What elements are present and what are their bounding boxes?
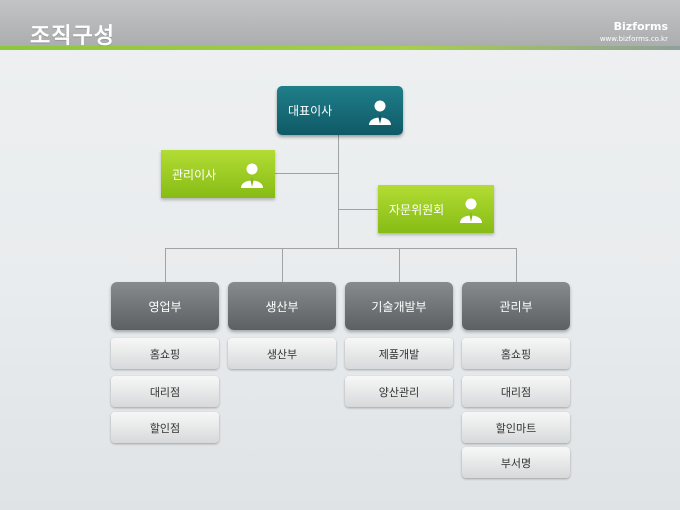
unit-rnd-1: 제품개발 (345, 338, 453, 369)
connector-dept-4 (516, 248, 517, 282)
brand-name: Bizforms (613, 20, 668, 33)
unit-admin-3: 할인마트 (462, 412, 570, 443)
dept-sales: 영업부 (111, 282, 219, 330)
person-icon (241, 163, 263, 188)
unit-admin-2: 대리점 (462, 376, 570, 407)
connector-adv (338, 209, 378, 210)
org-node-managing-director-label: 관리이사 (172, 167, 217, 182)
org-node-ceo: 대표이사 (277, 86, 403, 135)
brand-url: www.bizforms.co.kr (599, 35, 668, 43)
org-node-advisory-committee: 자문위원회 (378, 185, 494, 233)
person-icon (460, 198, 482, 223)
org-node-ceo-label: 대표이사 (288, 104, 333, 118)
unit-rnd-2: 양산관리 (345, 376, 453, 407)
dept-admin: 관리부 (462, 282, 570, 330)
header-bar: 조직구성 Bizforms www.bizforms.co.kr (0, 0, 680, 50)
org-node-advisory-committee-label: 자문위원회 (389, 202, 445, 217)
connector-mgr (275, 173, 338, 174)
connector-ceo-down (338, 135, 339, 248)
person-icon (369, 100, 391, 125)
org-node-managing-director: 관리이사 (161, 150, 275, 198)
unit-sales-1: 홈쇼핑 (111, 338, 219, 369)
connector-dept-2 (282, 248, 283, 282)
header-accent-line (0, 46, 680, 50)
dept-rnd: 기술개발부 (345, 282, 453, 330)
unit-admin-1: 홈쇼핑 (462, 338, 570, 369)
brand-logo: Bizforms www.bizforms.co.kr (600, 20, 668, 43)
unit-production-1: 생산부 (228, 338, 336, 369)
connector-dept-1 (165, 248, 166, 282)
unit-sales-3: 할인점 (111, 412, 219, 443)
unit-sales-2: 대리점 (111, 376, 219, 407)
connector-dept-bus (165, 248, 516, 249)
dept-production: 생산부 (228, 282, 336, 330)
unit-admin-4: 부서명 (462, 447, 570, 478)
page-title: 조직구성 (30, 24, 115, 49)
connector-dept-3 (399, 248, 400, 282)
